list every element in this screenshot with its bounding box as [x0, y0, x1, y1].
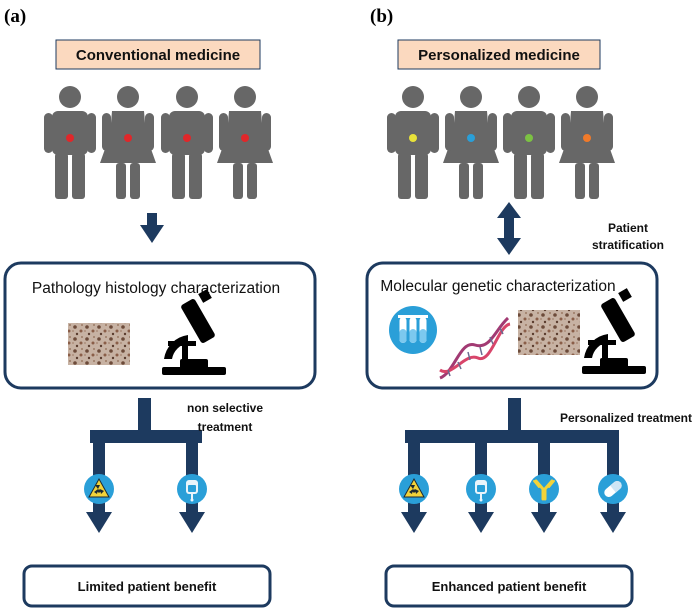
person-icon — [559, 86, 615, 199]
radiation-icon — [83, 473, 115, 505]
antibody-icon — [527, 472, 561, 506]
histology-image — [68, 323, 130, 365]
patient-marker-dot — [183, 134, 191, 142]
panel-a-dots — [66, 134, 249, 142]
patient-marker-dot — [66, 134, 74, 142]
panel-b-side-label: Personalized treatment — [560, 411, 692, 425]
panel-a-treatment-tree — [86, 398, 205, 533]
panel-a: (a) Conventional medicine Pathology hist… — [3, 6, 317, 608]
patient-marker-dot — [467, 134, 475, 142]
panel-b-people — [387, 86, 615, 199]
panel-b-label: (b) — [370, 6, 393, 27]
person-icon — [443, 86, 499, 199]
panel-a-side-label-line1: non selective — [187, 401, 263, 415]
dna-helix-icon — [439, 316, 511, 380]
panel-b-title-box — [397, 39, 601, 70]
panel-b-double-arrow — [497, 202, 521, 255]
panel-a-label: (a) — [4, 6, 26, 27]
histology-image — [518, 310, 580, 355]
patient-marker-dot — [241, 134, 249, 142]
panel-a-title-box — [55, 39, 261, 70]
iv-bag-icon — [177, 474, 207, 504]
patient-marker-dot — [124, 134, 132, 142]
person-icon — [44, 86, 96, 199]
panel-a-side-label-line2: treatment — [198, 420, 253, 434]
pill-icon — [598, 474, 628, 504]
panel-b-treatment-tree — [401, 398, 626, 533]
panel-b: (b) Personalized medicine Patient strati… — [365, 6, 692, 608]
patient-marker-dot — [409, 134, 417, 142]
person-icon — [387, 86, 439, 199]
iv-bag-icon — [466, 474, 496, 504]
panel-b-title: Personalized medicine — [418, 47, 580, 64]
panel-a-box-title: Pathology histology characterization — [32, 280, 280, 297]
panel-a-outcome-box — [22, 564, 272, 608]
panel-a-people — [44, 86, 273, 199]
panel-b-stratification-line1: Patient — [608, 221, 648, 235]
person-icon — [217, 86, 273, 199]
patient-marker-dot — [583, 134, 591, 142]
person-icon — [161, 86, 213, 199]
test-tubes-icon — [389, 306, 437, 354]
panel-b-dots — [409, 134, 591, 142]
person-icon — [100, 86, 156, 199]
panel-a-title: Conventional medicine — [76, 47, 240, 64]
panel-a-outcome: Limited patient benefit — [78, 579, 217, 594]
radiation-icon — [398, 473, 430, 505]
panel-b-outcome-box — [384, 564, 634, 608]
panel-b-outcome: Enhanced patient benefit — [432, 579, 587, 594]
panel-b-stratification-line2: stratification — [592, 238, 664, 252]
person-icon — [503, 86, 555, 199]
patient-marker-dot — [525, 134, 533, 142]
panel-b-box-title: Molecular genetic characterization — [380, 278, 615, 295]
panel-a-down-arrow — [140, 213, 164, 243]
